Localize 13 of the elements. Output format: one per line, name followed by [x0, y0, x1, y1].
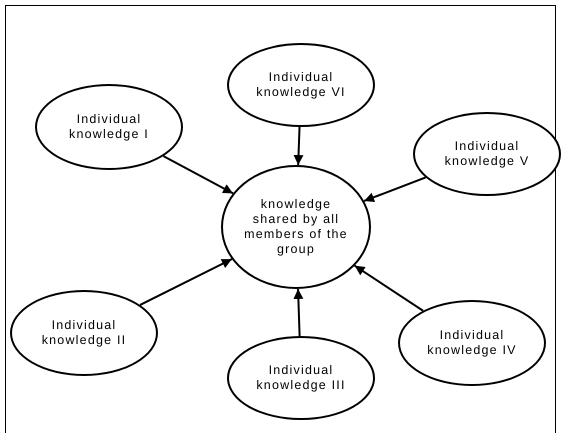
- arrow: [293, 288, 304, 336]
- node-label: Individual knowledge II: [40, 318, 128, 348]
- arrow: [294, 126, 304, 166]
- node-label: Individual knowledge V: [444, 139, 530, 169]
- arrow: [162, 155, 234, 194]
- node-label: Individual knowledge IV: [426, 328, 518, 358]
- arrow: [354, 264, 424, 312]
- node-label: knowledge shared by all members of the group: [243, 197, 349, 257]
- arrow: [140, 258, 232, 306]
- node-label: Individual knowledge III: [255, 363, 347, 393]
- node-label: Individual knowledge VI: [255, 70, 347, 100]
- node-label: Individual knowledge I: [68, 112, 150, 142]
- arrow: [364, 176, 426, 202]
